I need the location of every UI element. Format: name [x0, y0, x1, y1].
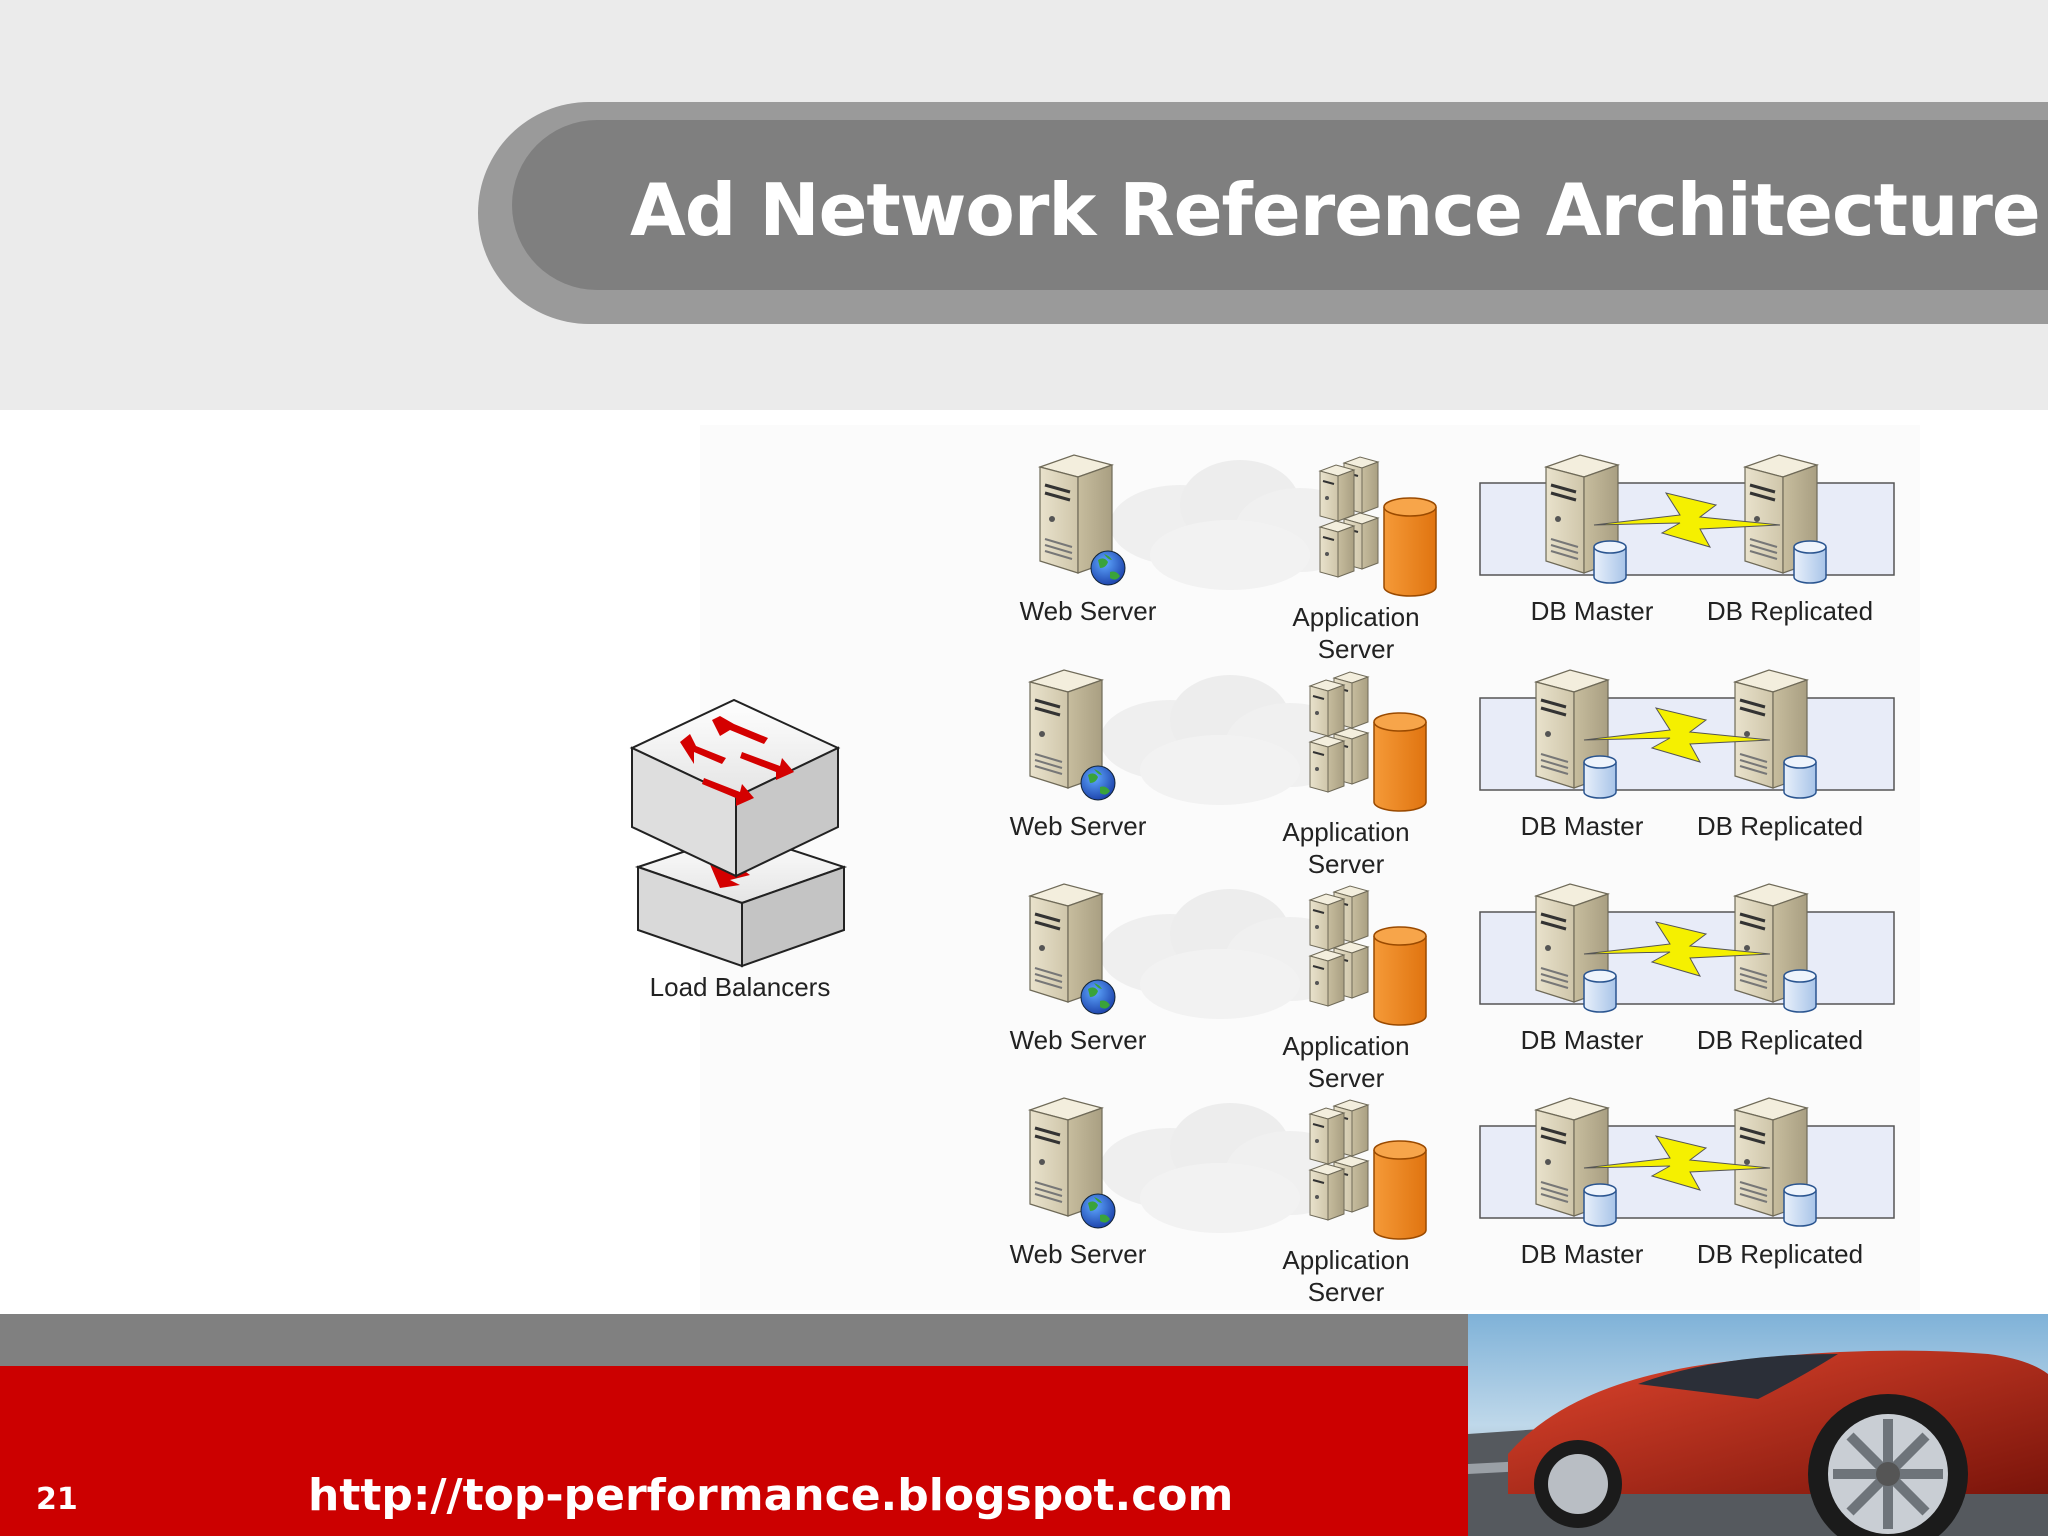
globe-icon	[1081, 980, 1115, 1014]
database-icon	[1784, 1184, 1816, 1226]
application-server-label-line2: Server	[1308, 849, 1385, 879]
web-server-label: Web Server	[1010, 811, 1147, 841]
web-server-label: Web Server	[1010, 1239, 1147, 1269]
footer-gray-strip	[0, 1314, 1470, 1366]
globe-icon	[1091, 551, 1125, 585]
application-server-label: Application	[1282, 1245, 1409, 1275]
globe-icon	[1081, 1194, 1115, 1228]
footer-url: http://top-performance.blogspot.com	[308, 1470, 1233, 1521]
db-master-label: DB Master	[1521, 1025, 1644, 1055]
sports-car-photo	[1468, 1314, 2048, 1536]
database-icon	[1784, 756, 1816, 798]
application-server-label: Application	[1292, 602, 1419, 632]
db-replicated-label: DB Replicated	[1697, 811, 1863, 841]
database-icon	[1584, 970, 1616, 1012]
web-server-label: Web Server	[1010, 1025, 1147, 1055]
database-icon	[1784, 970, 1816, 1012]
db-master-label: DB Master	[1521, 1239, 1644, 1269]
db-master-label: DB Master	[1531, 596, 1654, 626]
db-replicated-label: DB Replicated	[1707, 596, 1873, 626]
database-icon	[1794, 541, 1826, 583]
db-replicated-label: DB Replicated	[1697, 1025, 1863, 1055]
application-server-label-line2: Server	[1318, 634, 1395, 664]
database-icon	[1584, 756, 1616, 798]
application-server-label-line2: Server	[1308, 1277, 1385, 1307]
db-replicated-label: DB Replicated	[1697, 1239, 1863, 1269]
load-balancer-switch-icon	[632, 700, 844, 966]
slide-title: Ad Network Reference Architecture	[630, 168, 2030, 252]
page-number: 21	[36, 1482, 78, 1517]
application-server-label-line2: Server	[1308, 1063, 1385, 1093]
database-icon	[1594, 541, 1626, 583]
db-master-label: DB Master	[1521, 811, 1644, 841]
database-icon	[1584, 1184, 1616, 1226]
application-server-label: Application	[1282, 1031, 1409, 1061]
globe-icon	[1081, 766, 1115, 800]
application-server-label: Application	[1282, 817, 1409, 847]
load-balancers-label: Load Balancers	[650, 972, 831, 1002]
web-server-label: Web Server	[1020, 596, 1157, 626]
